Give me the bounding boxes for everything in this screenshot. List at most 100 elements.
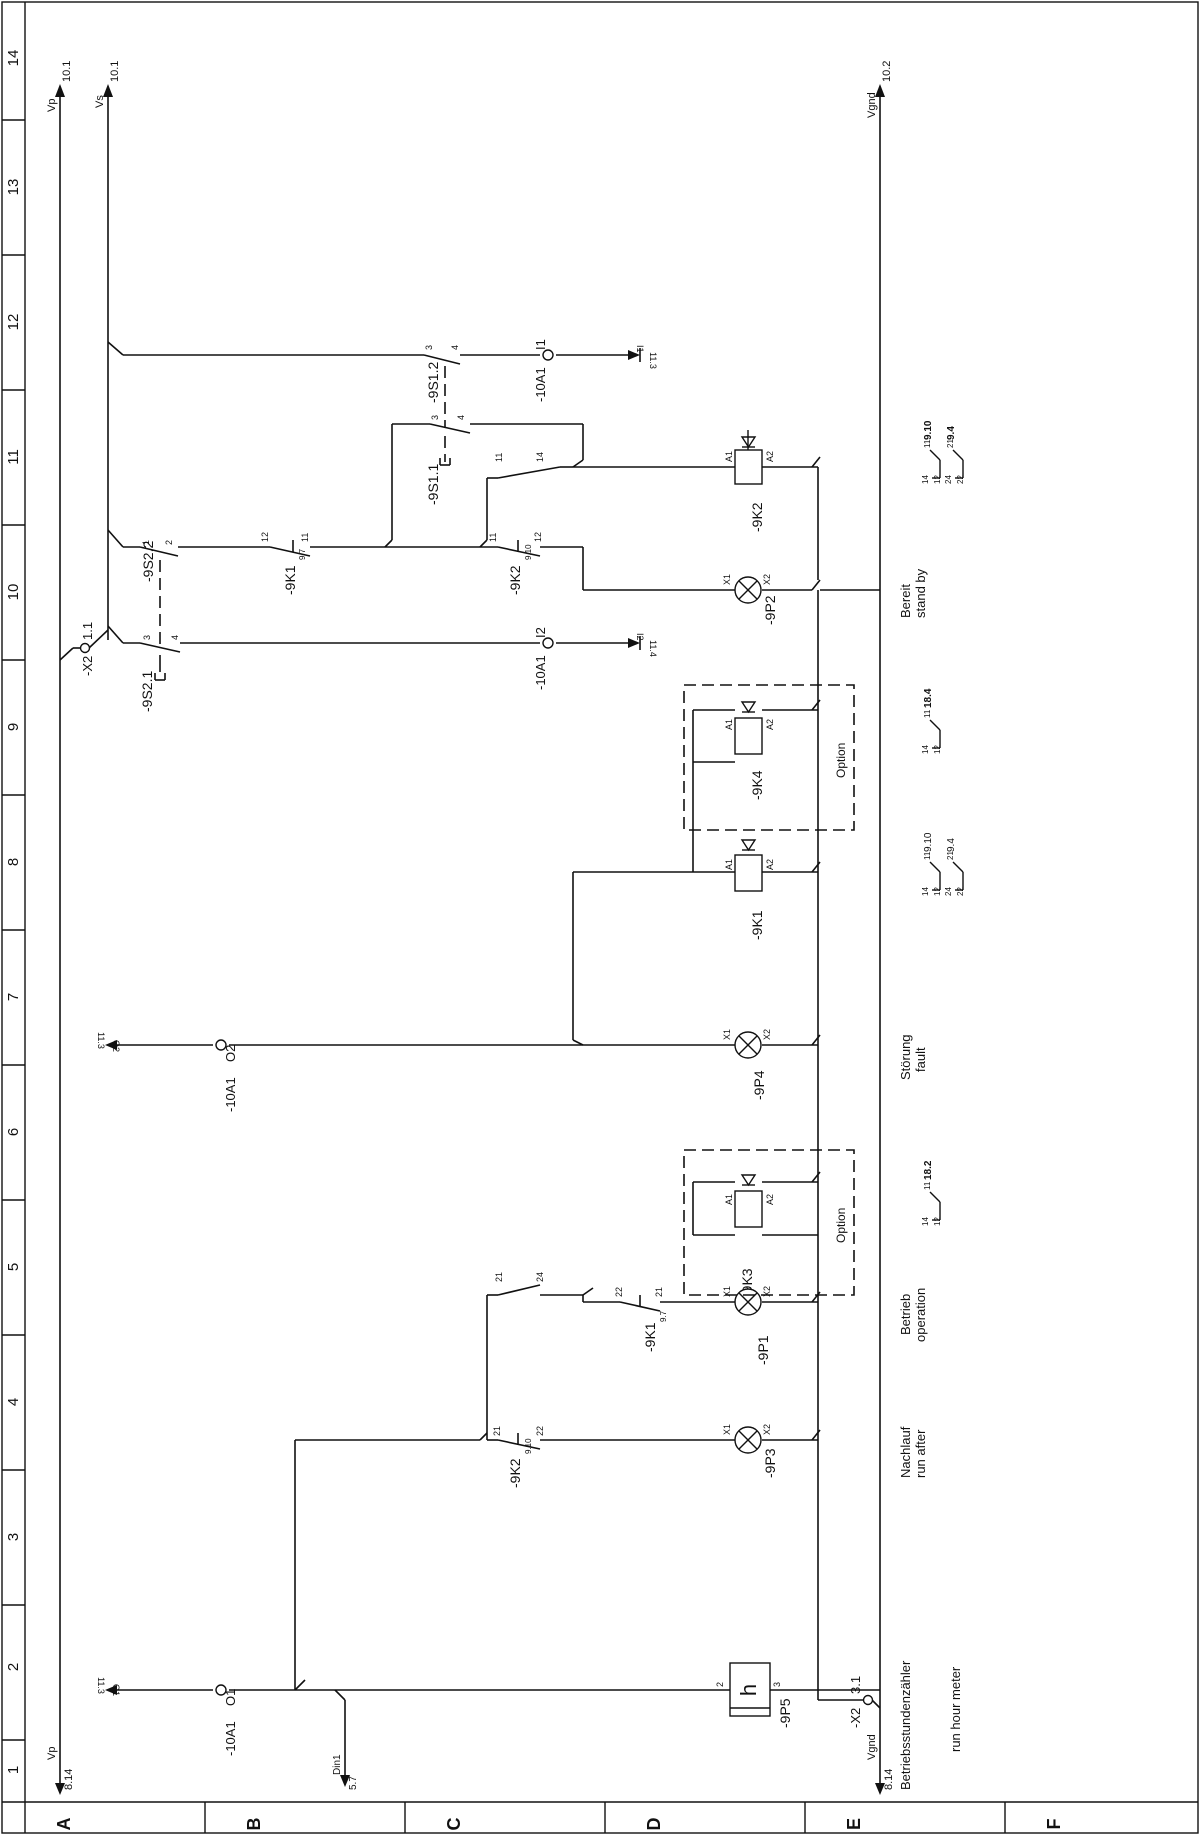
pin-label: X1 xyxy=(722,1286,732,1297)
signal-name: O2 xyxy=(111,1040,121,1052)
row-label: D xyxy=(644,1818,664,1831)
xref-ref: 18.2 xyxy=(923,1160,934,1180)
coil-9k3: -9K3 A1 A2 xyxy=(724,1174,775,1298)
xref-pin: 22 xyxy=(956,475,965,484)
rail-label: Vs xyxy=(94,95,106,108)
lamp-tag: -9P4 xyxy=(751,1070,767,1100)
column-label: 8 xyxy=(5,858,22,866)
switch-9s2-1: -9S2.1 3 4 xyxy=(139,635,181,712)
signal-arrows xyxy=(55,348,885,1795)
legend: Bereit stand by Störung fault Betrieb op… xyxy=(898,568,963,1790)
pin-label: A1 xyxy=(724,451,734,462)
rail-vp: Vp 10.1 Vp 8.14 xyxy=(46,61,75,1790)
terminal-pin: 3.1 xyxy=(848,1676,863,1694)
xref-ref: 9.10 xyxy=(923,832,934,852)
signal-name: I2 xyxy=(635,633,645,641)
contact-ref: 9.7 xyxy=(298,548,307,560)
column-label: 13 xyxy=(5,179,22,196)
pin-label: A1 xyxy=(724,1194,734,1205)
xref-pin: 12 xyxy=(933,745,942,754)
row-label: F xyxy=(1044,1819,1064,1830)
lamp-9p4: -9P4 X1 X2 xyxy=(722,1029,772,1100)
xref-ref: 9.4 xyxy=(946,838,957,852)
pin-label: 22 xyxy=(614,1287,624,1297)
pin-label: 2 xyxy=(715,1682,725,1687)
option-box-k4: Option xyxy=(683,684,855,831)
terminal-pin: O1 xyxy=(223,1689,238,1706)
pin-label: X2 xyxy=(762,574,772,585)
pin-label: 21 xyxy=(654,1287,664,1297)
row-label: E xyxy=(844,1818,864,1830)
xref-pin: 24 xyxy=(944,475,953,484)
pin-label: X2 xyxy=(762,1286,772,1297)
xref-pin: 12 xyxy=(933,475,942,484)
contact-ref: 9.7 xyxy=(659,1310,668,1322)
lamp-tag: -9P2 xyxy=(762,595,778,625)
terminal-tag: -X2 xyxy=(80,656,95,676)
row-label: C xyxy=(444,1818,464,1831)
legend-en: fault xyxy=(913,1047,928,1072)
legend-de: Betrieb xyxy=(898,1294,913,1335)
pin-label: A1 xyxy=(724,719,734,730)
rail-label: Vp xyxy=(46,99,58,112)
pin-label: 1 xyxy=(141,540,151,545)
switch-tag: -9S1.2 xyxy=(425,362,441,403)
crossref-k3: 14 12 11 18.2 xyxy=(921,1160,942,1226)
column-label: 9 xyxy=(5,723,22,731)
lamp-tag: -9P1 xyxy=(755,1335,771,1365)
terminal-tag: -10A1 xyxy=(223,1077,238,1112)
column-label: 5 xyxy=(5,1263,22,1271)
arrow-left-icon xyxy=(105,1040,117,1050)
rail-ref: 8.14 xyxy=(63,1769,75,1790)
signal-ref: 11.3 xyxy=(648,352,658,369)
column-label: 12 xyxy=(5,314,22,331)
meter-tag: -9P5 xyxy=(777,1698,793,1728)
rail-ref: 10.2 xyxy=(881,61,893,82)
arrow-right-icon xyxy=(628,350,640,360)
pin-label: 14 xyxy=(535,452,545,462)
pin-label: X2 xyxy=(762,1424,772,1435)
switch-9s2-2: -9S2.2 1 2 xyxy=(139,540,179,648)
arrow-up-icon xyxy=(103,84,113,97)
xref-pin: 14 xyxy=(921,1217,930,1226)
pin-label: 21 xyxy=(492,1426,502,1436)
signal-ref: 11.3 xyxy=(96,1677,106,1694)
option-box-k3: Option xyxy=(683,1149,855,1296)
switch-9s1-1: -9S1.1 3 4 xyxy=(425,415,471,505)
pin-label: 3 xyxy=(142,635,152,640)
coil-tag: -9K1 xyxy=(749,910,765,940)
coil-9k2: -9K2 A1 A2 xyxy=(724,430,775,532)
pin-label: 12 xyxy=(260,532,270,542)
pin-label: X1 xyxy=(722,1029,732,1040)
pin-label: A2 xyxy=(765,1194,775,1205)
xref-pin: 14 xyxy=(921,475,930,484)
xref-pin: 11 xyxy=(923,709,932,718)
switch-tag: -9S2.1 xyxy=(139,671,155,712)
terminal-tag: -10A1 xyxy=(223,1721,238,1756)
terminal-i1: -10A1 I1 I1 11.3 xyxy=(533,339,658,402)
column-label: 3 xyxy=(5,1533,22,1541)
pin-label: 22 xyxy=(535,1426,545,1436)
lamp-tag: -9P3 xyxy=(762,1448,778,1478)
rail-vgnd: Vgnd 10.2 Vgnd 8.14 xyxy=(866,61,895,1790)
coil-9k4: -9K4 A1 A2 xyxy=(724,701,775,800)
contact-9k2-no: 11 14 xyxy=(494,452,561,479)
contact-tag: -9K1 xyxy=(282,565,298,595)
xref-ref: 18.4 xyxy=(923,688,934,708)
pin-label: 3 xyxy=(424,345,434,350)
terminal-tag: -10A1 xyxy=(533,367,548,402)
pin-label: A2 xyxy=(765,451,775,462)
contact-9k1-no: 21 24 xyxy=(494,1272,545,1296)
xref-pin: 11 xyxy=(923,1181,932,1190)
column-label: 1 xyxy=(5,1766,22,1774)
meter-9p5: h -9P5 2 3 xyxy=(715,1662,793,1728)
switch-tag: -9S2.2 xyxy=(140,541,156,582)
rail-label: Vp xyxy=(46,1747,58,1760)
row-labels: A B C D E F xyxy=(54,1818,1064,1831)
lamp-9p1: -9P1 X1 X2 xyxy=(722,1286,772,1365)
pin-label: 12 xyxy=(533,532,543,542)
pin-label: 4 xyxy=(450,345,460,350)
terminal-o2: -10A1 O2 O2 11.3 xyxy=(96,1032,238,1112)
rail-ref: 10.1 xyxy=(61,61,73,82)
